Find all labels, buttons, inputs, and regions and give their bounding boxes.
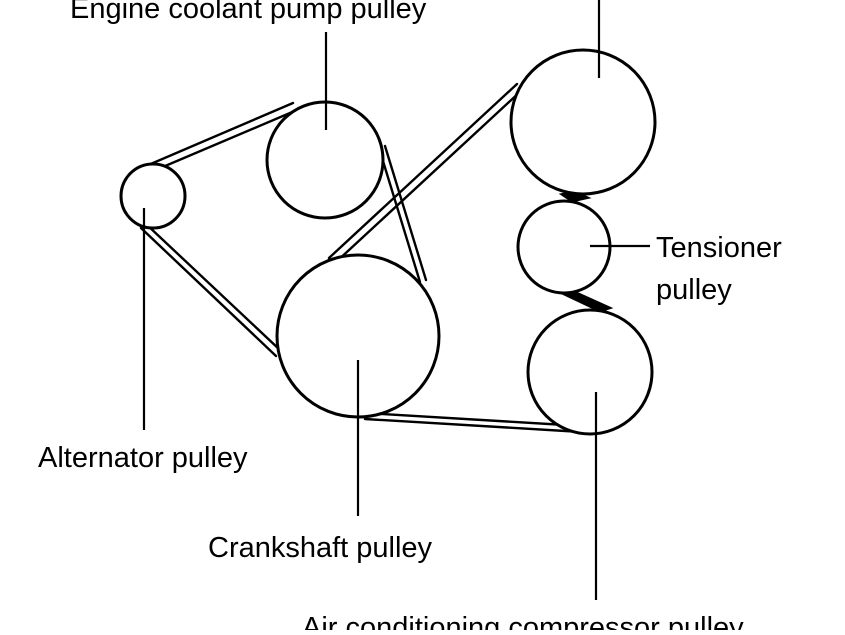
belt-crankshaft-to-top-right xyxy=(327,82,524,265)
label-alternator: Alternator pulley xyxy=(38,442,248,474)
leader-lines xyxy=(142,0,650,600)
top-right-pulley xyxy=(509,48,657,196)
label-tensioner-line1: Tensioner xyxy=(656,232,782,264)
belt-coolant-to-crankshaft xyxy=(377,144,428,284)
belt-alternator-to-crankshaft xyxy=(139,222,282,358)
alternator-pulley xyxy=(119,162,187,230)
labels: Engine coolant pump pulley Tensioner pul… xyxy=(38,0,782,635)
pulleys xyxy=(119,48,657,436)
label-crankshaft: Crankshaft pulley xyxy=(208,532,433,564)
label-coolant-pump: Engine coolant pump pulley xyxy=(70,0,427,25)
label-ac-compressor: Air conditioning compressor pulley xyxy=(302,612,744,630)
ac-compressor-pulley xyxy=(526,308,654,436)
belt-alternator-to-coolant xyxy=(144,101,299,174)
belt-crankshaft-to-ac xyxy=(363,411,584,434)
label-tensioner-line2: pulley xyxy=(656,274,732,306)
